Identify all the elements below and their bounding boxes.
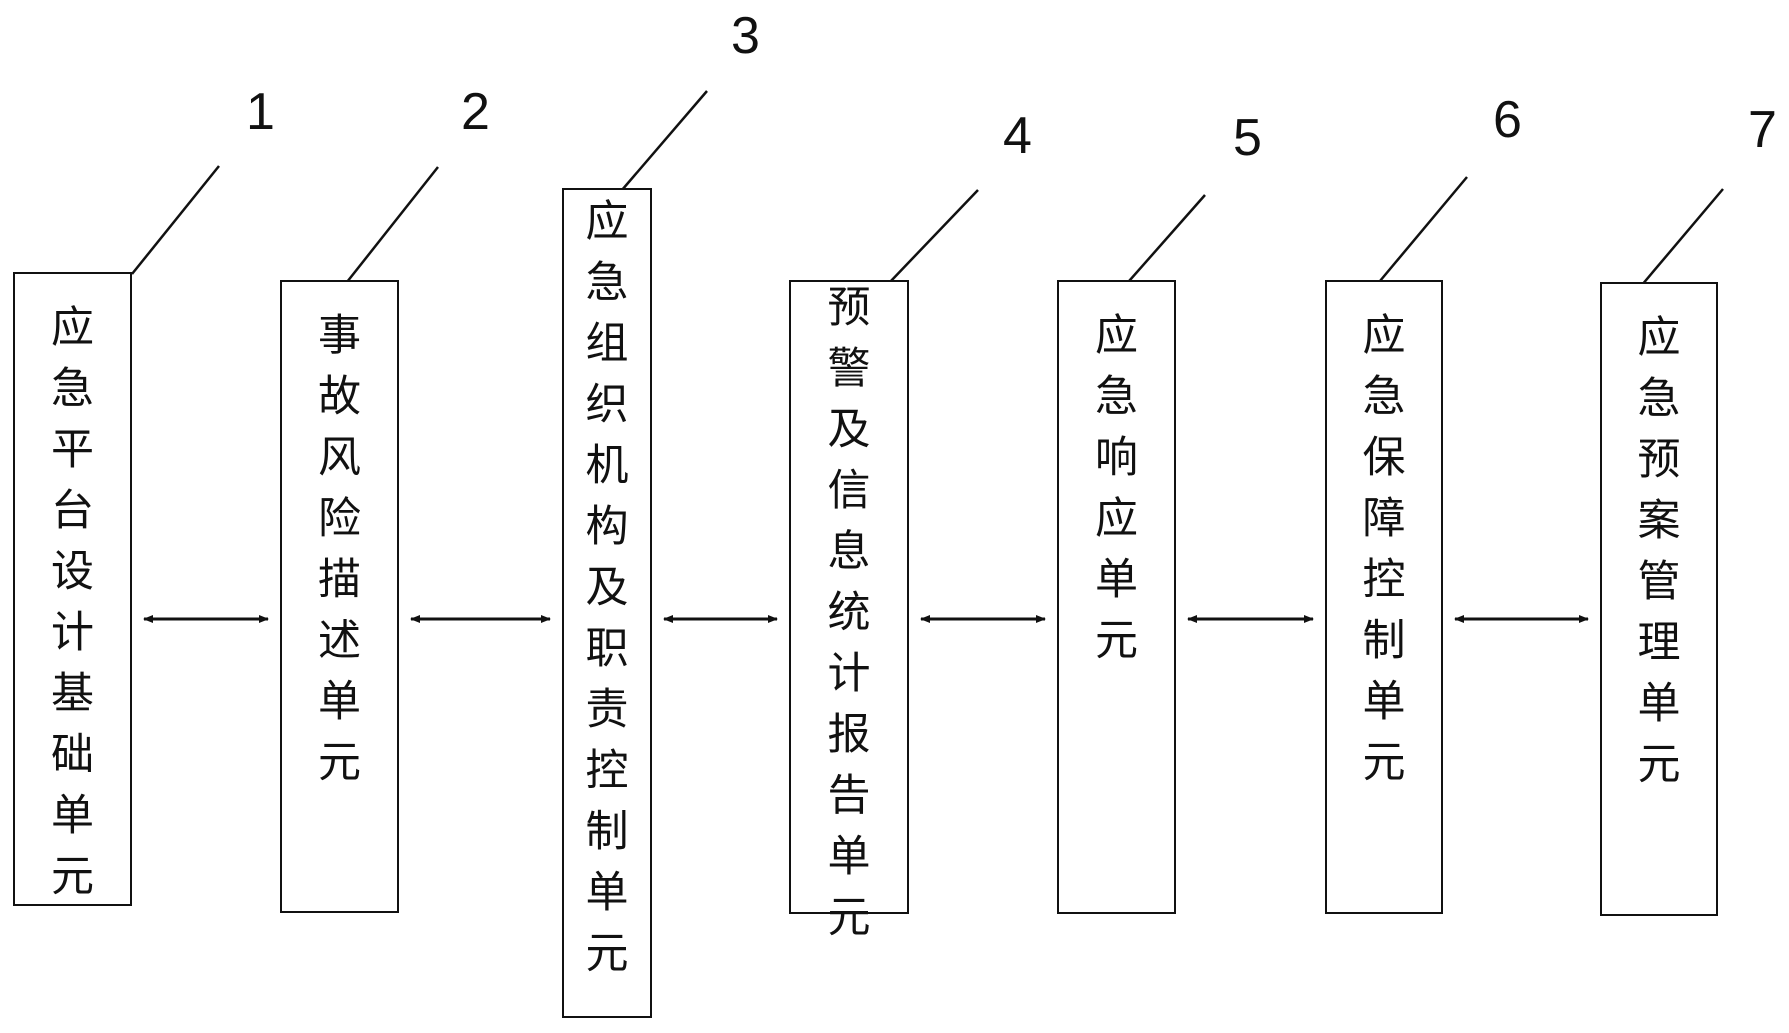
unit-box-3: 应急组织机构及职责控制单元 bbox=[562, 188, 652, 1018]
leader-line-4 bbox=[889, 189, 979, 283]
unit-label-7: 应急预案管理单元 bbox=[1637, 313, 1681, 790]
unit-label-3: 应急组织机构及职责控制单元 bbox=[585, 197, 629, 979]
unit-box-5: 应急响应单元 bbox=[1057, 280, 1176, 914]
unit-label-1: 应急平台设计基础单元 bbox=[51, 303, 94, 902]
leader-line-2 bbox=[346, 166, 439, 283]
leader-line-3 bbox=[621, 90, 708, 191]
callout-number-2: 2 bbox=[461, 83, 490, 141]
callout-number-7: 7 bbox=[1748, 101, 1777, 159]
callout-number-3: 3 bbox=[731, 7, 760, 65]
unit-label-2: 事故风险描述单元 bbox=[318, 311, 361, 788]
unit-label-4: 预警及信息统计报告单元 bbox=[827, 283, 871, 943]
leader-line-7 bbox=[1635, 188, 1724, 293]
callout-leader-lines bbox=[131, 90, 1724, 298]
callout-number-4: 4 bbox=[1003, 107, 1032, 165]
unit-box-2: 事故风险描述单元 bbox=[280, 280, 399, 913]
unit-label-6: 应急保障控制单元 bbox=[1362, 311, 1406, 788]
leader-line-1 bbox=[131, 165, 220, 275]
unit-box-1: 应急平台设计基础单元 bbox=[13, 272, 132, 906]
unit-box-6: 应急保障控制单元 bbox=[1325, 280, 1443, 914]
callout-number-1: 1 bbox=[246, 83, 275, 141]
callout-number-5: 5 bbox=[1233, 109, 1262, 167]
unit-box-4: 预警及信息统计报告单元 bbox=[789, 280, 909, 943]
callout-number-6: 6 bbox=[1493, 91, 1522, 149]
leader-line-6 bbox=[1379, 176, 1468, 282]
unit-label-5: 应急响应单元 bbox=[1095, 311, 1138, 666]
unit-box-7: 应急预案管理单元 bbox=[1600, 282, 1718, 916]
